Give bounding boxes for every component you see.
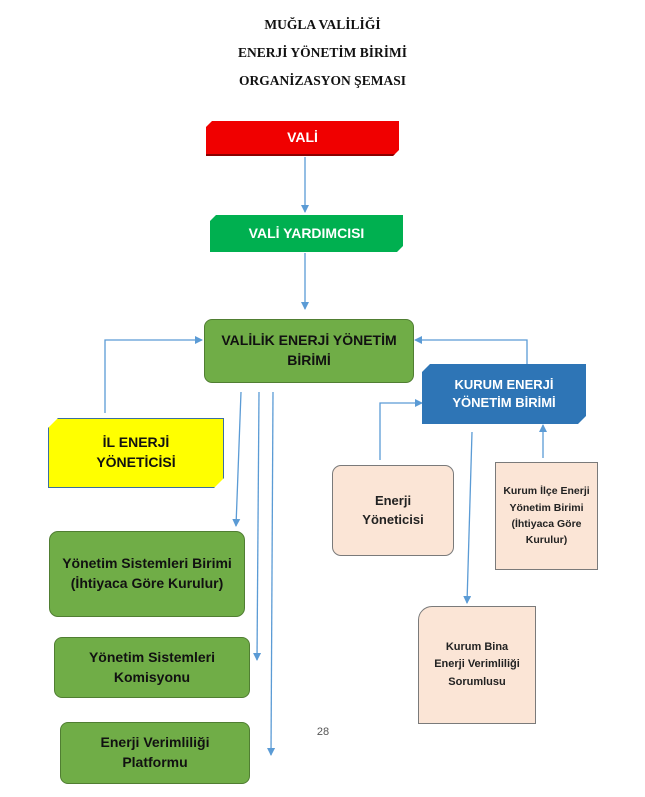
node-kurum-ilce-label: Kurum İlçe Enerji Yönetim Birimi (İhtiya…: [503, 485, 590, 547]
node-ys-birimi-label: Yönetim Sistemleri Birimi (İhtiyaca Göre…: [62, 555, 232, 591]
title-line-1: MUĞLA VALİLİĞİ: [264, 17, 381, 32]
node-vali: VALİ: [206, 121, 399, 156]
node-kurum-bina-label: Kurum Bina Enerji Verimliliği Sorumlusu: [434, 640, 520, 688]
title-line-2: ENERJİ YÖNETİM BİRİMİ: [237, 45, 408, 60]
title-line-3: ORGANİZASYON ŞEMASI: [239, 73, 406, 88]
node-vali-yardimcisi-label: VALİ YARDIMCISI: [248, 224, 365, 241]
arrow-valilik-to-ys-birimi: [232, 391, 242, 527]
arrow-valilik-to-ys-komisyonu: [253, 391, 262, 661]
node-kurum-bina-sorumlusu: Kurum Bina Enerji Verimliliği Sorumlusu: [418, 606, 536, 724]
node-yonetim-sistemleri-birimi: Yönetim Sistemleri Birimi (İhtiyaca Göre…: [49, 531, 245, 617]
node-yonetim-sistemleri-komisyonu: Yönetim Sistemleri Komisyonu: [54, 637, 250, 698]
arrow-kurum-to-bina: [463, 431, 473, 604]
node-valilik-label: VALİLİK ENERJİ YÖNETİM BİRİMİ: [221, 332, 397, 368]
node-platform-label: Enerji Verimliliği Platformu: [100, 734, 210, 770]
arrow-il-to-valilik: [104, 336, 203, 413]
node-valilik-enerji-yonetim-birimi: VALİLİK ENERJİ YÖNETİM BİRİMİ: [204, 319, 414, 383]
node-il-enerji-yoneticisi: İL ENERJİ YÖNETİCİSİ: [48, 418, 224, 488]
arrow-enerji-yoneticisi-to-kurum: [379, 399, 423, 460]
page-number: 28: [316, 726, 330, 738]
node-vali-label: VALİ: [287, 128, 318, 145]
node-enerji-yoneticisi-label: Enerji Yöneticisi: [362, 493, 424, 527]
node-ys-komisyonu-label: Yönetim Sistemleri Komisyonu: [88, 648, 216, 685]
node-kurum-enerji-yonetim-birimi: KURUM ENERJİ YÖNETİM BİRİMİ: [422, 364, 586, 424]
node-vali-yardimcisi: VALİ YARDIMCISI: [210, 215, 403, 252]
arrow-kurum-to-valilik: [414, 336, 528, 366]
arrow-valilik-to-platform: [267, 391, 276, 756]
node-enerji-yoneticisi: Enerji Yöneticisi: [332, 465, 454, 556]
node-il-label: İL ENERJİ YÖNETİCİSİ: [96, 434, 176, 470]
node-kurum-label: KURUM ENERJİ YÖNETİM BİRİMİ: [452, 376, 556, 410]
node-enerji-verimliligi-platformu: Enerji Verimliliği Platformu: [60, 722, 250, 784]
node-kurum-ilce-enerji-yonetim-birimi: Kurum İlçe Enerji Yönetim Birimi (İhtiya…: [495, 462, 598, 570]
